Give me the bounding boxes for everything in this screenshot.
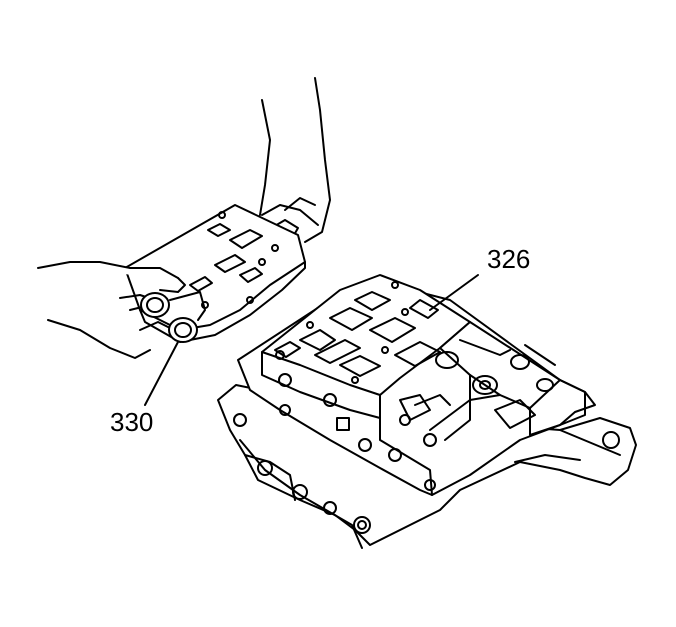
hands-and-spacer-plate bbox=[38, 78, 330, 358]
callout-label-330: 330 bbox=[110, 407, 154, 437]
leader-line-326 bbox=[430, 275, 478, 310]
callout-label-326: 326 bbox=[487, 244, 531, 274]
valve-body-assembly bbox=[218, 275, 636, 548]
leader-line-330 bbox=[145, 342, 178, 405]
